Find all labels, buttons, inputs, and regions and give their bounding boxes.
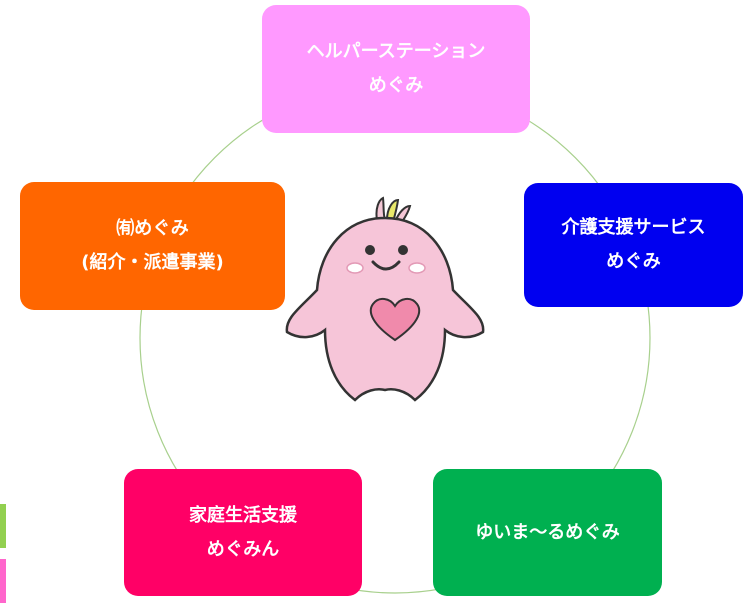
edge-tab-green (0, 504, 6, 548)
node-home-life-support-line1: 家庭生活支援 (189, 504, 297, 526)
node-care-support-service-line1: 介護支援サービス (561, 217, 706, 238)
edge-tab-pink (0, 559, 6, 603)
node-care-support-service[interactable]: 介護支援サービス めぐみ (524, 183, 743, 307)
node-helper-station-line2: めぐみ (368, 75, 424, 96)
mascot-left-cheek (346, 262, 364, 274)
mascot-right-eye (398, 245, 408, 255)
node-megumi-dispatch-line1: ㈲めぐみ (116, 218, 189, 239)
node-megumi-dispatch-line2: (紹介・派遣事業) (81, 252, 224, 273)
mascot-antenna (375, 196, 412, 227)
node-yuimaaru-megumi-line1: ゆいま〜るめぐみ (475, 521, 620, 543)
node-helper-station[interactable]: ヘルパーステーション めぐみ (262, 5, 530, 133)
heart-icon (369, 298, 421, 342)
node-home-life-support[interactable]: 家庭生活支援 めぐみん (124, 469, 362, 596)
node-home-life-support-line2: めぐみん (206, 538, 280, 560)
mascot-image (285, 196, 485, 402)
node-megumi-dispatch[interactable]: ㈲めぐみ (紹介・派遣事業) (20, 182, 285, 310)
node-yuimaaru-megumi[interactable]: ゆいま〜るめぐみ (433, 469, 662, 596)
mascot-left-eye (365, 245, 375, 255)
node-care-support-service-line2: めぐみ (606, 251, 661, 272)
node-helper-station-line1: ヘルパーステーション (306, 41, 486, 62)
mascot-right-cheek (408, 262, 426, 274)
mascot-mouth (371, 260, 401, 271)
